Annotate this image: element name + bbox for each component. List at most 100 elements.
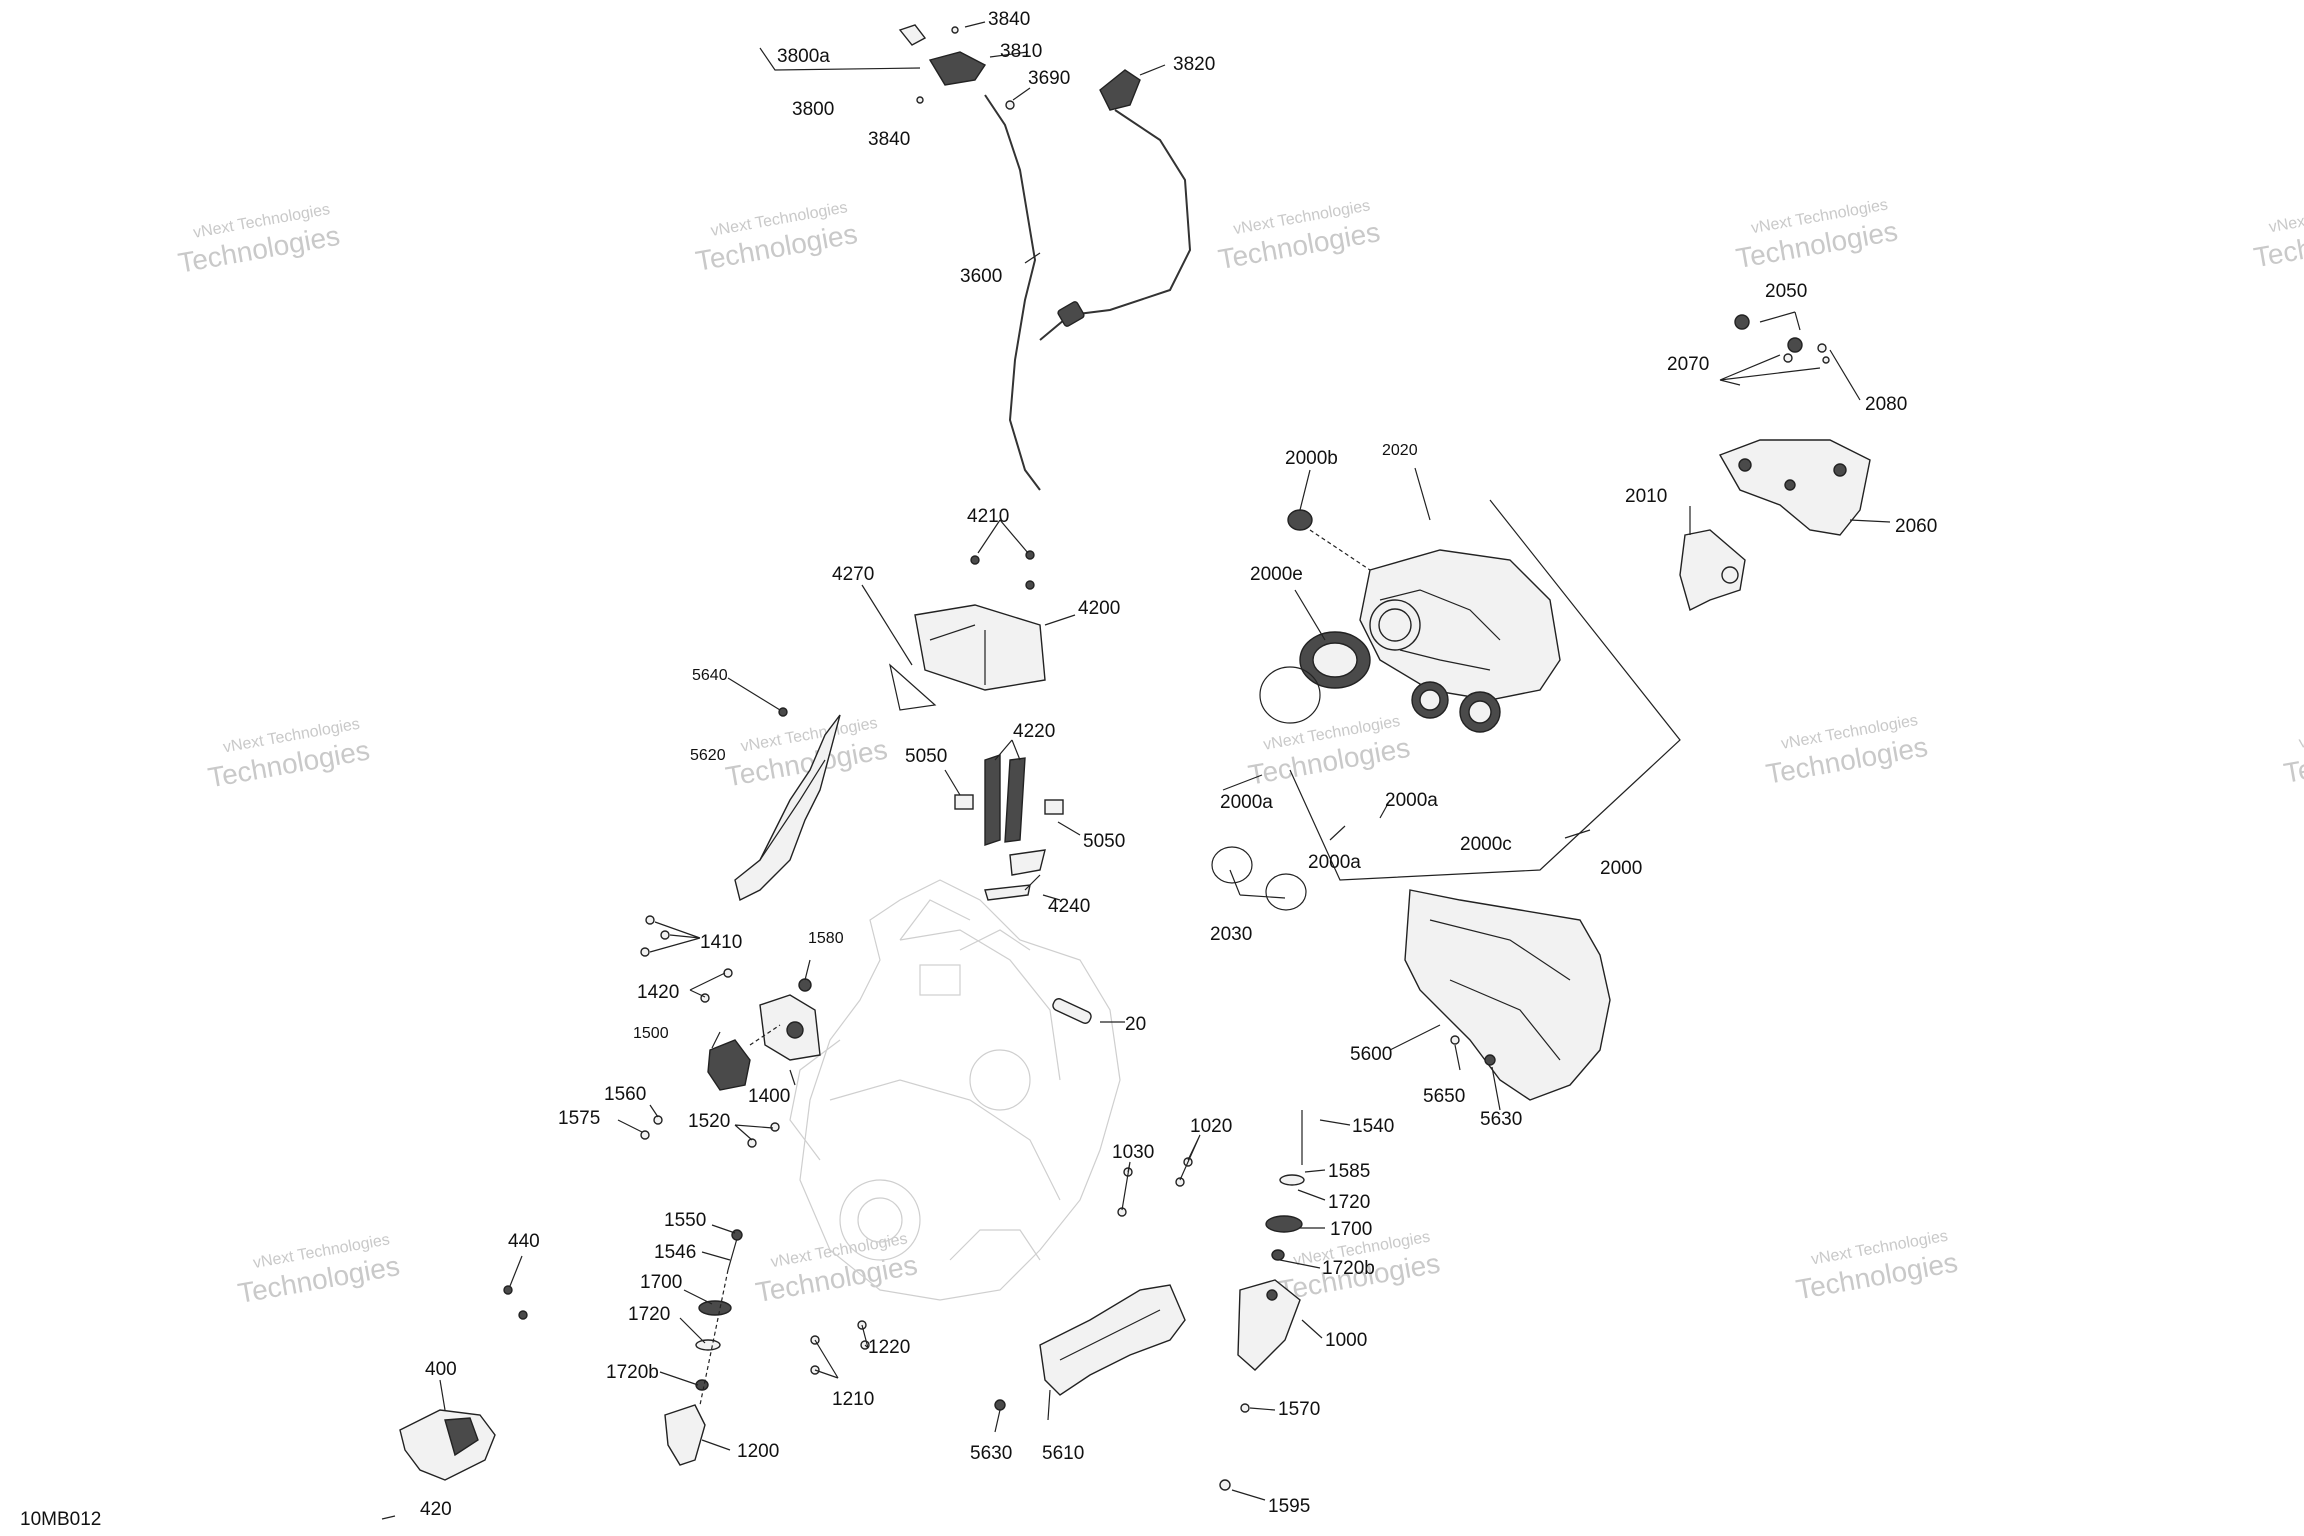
pad-1700 xyxy=(1265,1215,1303,1233)
label-4200: 4200 xyxy=(1078,598,1120,619)
holder-4240 xyxy=(984,884,1031,901)
label-2060: 2060 xyxy=(1895,516,1937,537)
grommet-2050 xyxy=(1787,337,1803,353)
label-1560: 1560 xyxy=(604,1084,646,1105)
pad-1700 xyxy=(698,1300,732,1316)
label-3820: 3820 xyxy=(1173,54,1215,75)
label-2070: 2070 xyxy=(1667,354,1709,375)
label-2000a: 2000a xyxy=(1385,790,1438,811)
bracket-3810 xyxy=(928,51,987,86)
label-1595: 1595 xyxy=(1268,1496,1310,1517)
bolt-5630 xyxy=(1484,1054,1496,1066)
engine-mount-right xyxy=(1117,1110,1305,1491)
nut-1570 xyxy=(1240,1403,1250,1413)
washer-1720b xyxy=(1271,1249,1285,1261)
label-5600: 5600 xyxy=(1350,1044,1392,1065)
label-20: 20 xyxy=(1125,1014,1146,1035)
ecu-4200 xyxy=(914,604,1046,691)
label-1550: 1550 xyxy=(664,1210,706,1231)
mount-1500 xyxy=(707,1039,751,1091)
label-440: 440 xyxy=(508,1231,540,1252)
label-1020: 1020 xyxy=(1190,1116,1232,1137)
label-2020: 2020 xyxy=(1382,442,1418,459)
label-5050: 5050 xyxy=(905,746,947,767)
screw-5640 xyxy=(778,707,788,717)
label-1720b: 1720b xyxy=(1322,1258,1375,1279)
side-cover-5620 xyxy=(734,707,841,902)
label-1580: 1580 xyxy=(808,930,844,947)
label-1720b: 1720b xyxy=(606,1362,659,1383)
label-1420: 1420 xyxy=(637,982,679,1003)
label-3810: 3810 xyxy=(1000,41,1042,62)
harness-clips xyxy=(954,754,1064,901)
watermark: vNext Technologies Technologies xyxy=(753,1230,919,1308)
dowel-20 xyxy=(1052,998,1092,1024)
sensor-connector xyxy=(1057,301,1085,327)
nut-2080 xyxy=(1817,343,1827,353)
label-2000c: 2000c xyxy=(1460,834,1512,855)
label-2000a: 2000a xyxy=(1308,852,1361,873)
bolt-1520 xyxy=(747,1138,757,1148)
grommet-2050 xyxy=(1734,314,1750,330)
label-2010: 2010 xyxy=(1625,486,1667,507)
watermark: vNext Technologies Technologies xyxy=(1794,1228,1960,1306)
label-5610: 5610 xyxy=(1042,1443,1084,1464)
label-5630: 5630 xyxy=(970,1443,1012,1464)
engine-mount-left xyxy=(640,915,821,1148)
label-2000b: 2000b xyxy=(1285,448,1338,469)
leader-lines xyxy=(439,21,1891,1501)
label-1546: 1546 xyxy=(654,1242,696,1263)
heat-shield-5610 xyxy=(994,1284,1186,1411)
screw-4210 xyxy=(1025,580,1035,590)
label-3800: 3800 xyxy=(792,99,834,120)
bolt-1020 xyxy=(1175,1177,1185,1187)
washer-1720 xyxy=(695,1339,721,1351)
label-1030: 1030 xyxy=(1112,1142,1154,1163)
screw-3840 xyxy=(951,26,959,34)
watermark: vNext Technologies Technologies xyxy=(1764,712,1930,790)
label-3690: 3690 xyxy=(1028,68,1070,89)
airbox-mount xyxy=(1679,314,1871,612)
bolt-1520 xyxy=(770,1122,780,1132)
label-4220: 4220 xyxy=(1013,721,1055,742)
washer-2070 xyxy=(1783,353,1793,363)
bolt-1410 xyxy=(660,930,670,940)
clamp-2000e xyxy=(1259,666,1321,724)
bolt-1550 xyxy=(727,1234,739,1271)
throttle-cable-assembly xyxy=(898,24,1192,491)
clamp-2030 xyxy=(1265,873,1307,911)
watermark: vNext Technologies Technologies xyxy=(1246,713,1412,791)
label-1410: 1410 xyxy=(700,932,742,953)
label-1520: 1520 xyxy=(688,1111,730,1132)
label-1500: 1500 xyxy=(633,1025,669,1042)
bolt-1546 xyxy=(731,1229,743,1241)
clamp-2030 xyxy=(1211,846,1253,884)
washer-5650 xyxy=(1450,1035,1460,1045)
label-1540: 1540 xyxy=(1352,1116,1394,1137)
label-2000: 2000 xyxy=(1600,858,1642,879)
screw-3840 xyxy=(916,96,924,104)
label-3600: 3600 xyxy=(960,266,1002,287)
bolt-5630 xyxy=(994,1399,1006,1411)
label-1000: 1000 xyxy=(1325,1330,1367,1351)
label-2050: 2050 xyxy=(1765,281,1807,302)
label-1220: 1220 xyxy=(868,1337,910,1358)
label-5640: 5640 xyxy=(692,667,728,684)
label-4270: 4270 xyxy=(832,564,874,585)
label-2080: 2080 xyxy=(1865,394,1907,415)
cable-3820 xyxy=(1039,109,1192,341)
washer-2070 xyxy=(1822,356,1830,364)
part-labels: 3840 3810 3800a 3690 3820 3800 3840 3600… xyxy=(420,9,1937,1520)
mount-400 xyxy=(381,1285,528,1520)
label-1200: 1200 xyxy=(737,1441,779,1462)
label-1585: 1585 xyxy=(1328,1161,1370,1182)
svg-text:vNext Technologies: vNext Technologies xyxy=(2298,711,2304,752)
label-420: 420 xyxy=(420,1499,452,1520)
washer-1575 xyxy=(640,1130,650,1140)
watermark: vNext Technologies Technologies xyxy=(236,1231,402,1309)
bracket-2010 xyxy=(1679,529,1746,612)
nut-440 xyxy=(503,1285,513,1295)
watermark: vNext Technologies Technologies xyxy=(1734,196,1900,274)
label-5620: 5620 xyxy=(690,747,726,764)
